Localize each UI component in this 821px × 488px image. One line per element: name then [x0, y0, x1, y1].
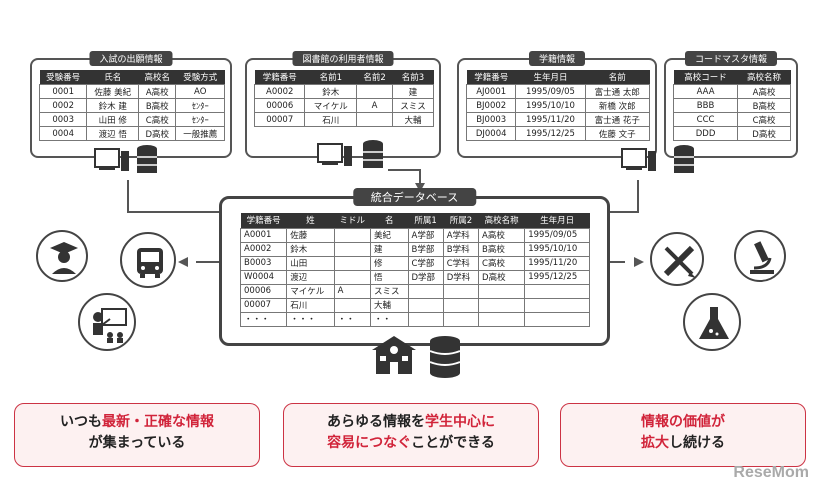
benefit-highlight: 学生中心に — [425, 414, 495, 430]
panel-code-master: コードマスタ情報 高校コード 高校名称 AAA A高校 BBB B高校 CCC … — [664, 51, 798, 158]
table-row: BJ0003 1995/11/20 富士通 花子 — [465, 112, 651, 127]
panel-title: 学籍情報 — [528, 51, 586, 66]
cell: 新橋 次郎 — [584, 98, 651, 113]
benefit-box: あらゆる情報を学生中心に 容易につなぐことができる — [283, 403, 539, 467]
bus-icon — [120, 232, 176, 288]
school-icon — [372, 336, 416, 374]
cell: 一般推薦 — [175, 126, 225, 141]
col-header: 学籍番号 — [254, 70, 305, 85]
panel-title: 図書館の利用者情報 — [292, 51, 394, 66]
col-header: ミドル — [334, 213, 371, 228]
panel-academic-records: 学籍情報 学籍番号 生年月日 名前 AJ0001 1995/09/05 富士通 … — [457, 51, 657, 158]
benefit-highlight: 情報の価値が — [641, 414, 725, 430]
col-header: 名前2 — [356, 70, 393, 85]
panel-entrance-applications: 入試の出願情報 受験番号 氏名 高校名 受験方式 0001 佐藤 美紀 A高校 … — [30, 51, 232, 158]
database-icon — [429, 336, 461, 378]
cell — [442, 311, 480, 327]
col-header: 名前 — [585, 70, 650, 85]
panel-title: 入試の出願情報 — [89, 51, 173, 66]
panel-title: コードマスタ情報 — [684, 51, 778, 66]
pc-database-icon — [621, 145, 694, 173]
table-row: A0002 鈴木 建 — [253, 84, 435, 99]
pc-database-icon — [94, 145, 157, 173]
table-row: 0003 山田 修 C高校 ｾﾝﾀｰ — [38, 112, 225, 127]
col-header: 高校名 — [138, 70, 176, 85]
library-table: 学籍番号 名前1 名前2 名前3 A0002 鈴木 建 00006 マイケル A… — [253, 70, 435, 127]
academic-table: 学籍番号 生年月日 名前 AJ0001 1995/09/05 富士通 太郎 BJ… — [465, 70, 651, 141]
cell: ・・ — [333, 311, 371, 327]
col-header: 受験方式 — [175, 70, 225, 85]
col-header: 高校名称 — [478, 213, 525, 228]
table-row: AAA A高校 — [672, 84, 791, 99]
col-header: 生年月日 — [515, 70, 586, 85]
cell: A高校 — [138, 84, 177, 99]
microscope-icon — [734, 230, 786, 282]
benefit-text: ことができる — [411, 435, 495, 451]
col-header: 名 — [370, 213, 408, 228]
col-header: 受験番号 — [39, 70, 87, 85]
benefit-box: いつも最新・正確な情報 が集まっている — [14, 403, 260, 467]
cell — [524, 311, 590, 327]
col-header: 学籍番号 — [466, 70, 516, 85]
col-header: 学籍番号 — [240, 213, 287, 228]
table-row: 0004 渡辺 悟 D高校 一般推薦 — [38, 126, 225, 141]
table-row: 0002 鈴木 建 B高校 ｾﾝﾀｰ — [38, 98, 225, 113]
watermark-logo: ReseMom — [733, 464, 809, 481]
cell: 石川 — [304, 112, 358, 127]
codemaster-table: 高校コード 高校名称 AAA A高校 BBB B高校 CCC C高校 DDD D… — [672, 70, 791, 141]
col-header: 高校コード — [673, 70, 738, 85]
benefit-text: あらゆる情報を — [327, 414, 425, 430]
col-header: 生年月日 — [524, 213, 590, 228]
cell: DDD — [672, 126, 739, 141]
ruler-pencil-icon — [650, 232, 704, 286]
pc-database-icon — [317, 140, 383, 168]
benefit-box: 情報の価値が 拡大し続ける — [560, 403, 806, 467]
table-row: ・・・・・・・・・・ — [239, 311, 590, 327]
cell: 大輔 — [391, 112, 435, 127]
table-row: 00006 マイケル A スミス — [253, 98, 435, 113]
col-header: 姓 — [286, 213, 335, 228]
benefit-text: し続ける — [669, 435, 725, 451]
cell — [478, 311, 526, 327]
table-row: DDD D高校 — [672, 126, 791, 141]
benefit-highlight: 拡大 — [641, 435, 669, 451]
cell: 00007 — [253, 112, 306, 127]
entrance-table: 受験番号 氏名 高校名 受験方式 0001 佐藤 美紀 A高校 AO 0002 … — [38, 70, 225, 141]
col-header: 氏名 — [86, 70, 139, 85]
benefit-highlight: 容易につなぐ — [327, 435, 412, 451]
table-row: 0001 佐藤 美紀 A高校 AO — [38, 84, 225, 99]
integrated-database-title: 統合データベース — [352, 188, 477, 206]
cell: 0004 — [38, 126, 88, 141]
cell: 佐藤 文子 — [584, 126, 651, 141]
benefit-highlight: 最新・正確な情報 — [102, 414, 214, 430]
teacher-icon — [78, 293, 136, 351]
panel-library-users: 図書館の利用者情報 学籍番号 名前1 名前2 名前3 A0002 鈴木 建 00… — [245, 51, 441, 158]
col-header: 名前3 — [392, 70, 434, 85]
flask-icon — [683, 293, 741, 351]
cell: DJ0004 — [465, 126, 517, 141]
benefit-text: が集まっている — [88, 435, 186, 451]
table-row: CCC C高校 — [672, 112, 791, 127]
table-row: 00007 石川 大輔 — [253, 112, 435, 127]
benefit-text: いつも — [60, 414, 102, 430]
col-header: 名前1 — [304, 70, 357, 85]
col-header: 所属1 — [408, 213, 444, 228]
cell: D高校 — [138, 126, 177, 141]
col-header: 高校名称 — [737, 70, 791, 85]
col-header: 所属2 — [443, 213, 479, 228]
student-icon — [36, 230, 88, 282]
cell: D高校 — [737, 126, 791, 141]
table-row: DJ0004 1995/12/25 佐藤 文子 — [465, 126, 651, 141]
